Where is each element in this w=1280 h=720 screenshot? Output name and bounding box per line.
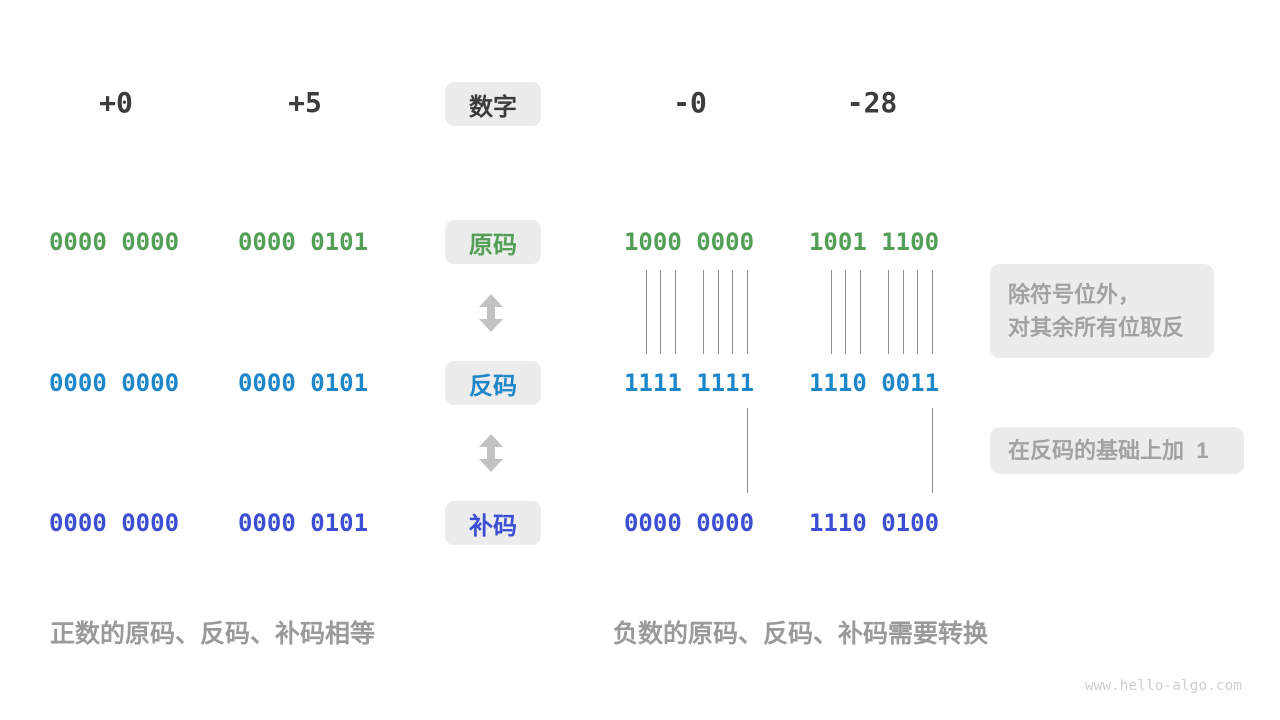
sign-magnitude-label-box: 原码 bbox=[445, 220, 541, 264]
ones-complement-value: 0000 0101 bbox=[237, 369, 369, 397]
bit-line bbox=[747, 270, 748, 354]
bit-line bbox=[732, 270, 733, 354]
bit-line bbox=[675, 270, 676, 354]
annotation-line: 对其余所有位取反 bbox=[1008, 315, 1185, 340]
twos-complement-label: 补码 bbox=[469, 512, 517, 540]
bit-line bbox=[888, 270, 889, 354]
bit-line bbox=[703, 270, 704, 354]
ones-complement-value: 0000 0000 bbox=[48, 369, 180, 397]
number-header-minus0: -0 bbox=[673, 86, 707, 119]
twos-complement-value: 0000 0000 bbox=[623, 509, 755, 537]
bit-line bbox=[660, 270, 661, 354]
ones-complement-label-box: 反码 bbox=[445, 361, 541, 405]
sign-magnitude-value: 1001 1100 bbox=[808, 228, 940, 256]
sign-magnitude-value: 1000 0000 bbox=[623, 228, 755, 256]
header-label: 数字 bbox=[469, 93, 517, 121]
annotation-line: 在反码的基础上加 1 bbox=[1008, 438, 1209, 463]
double-arrow-icon bbox=[479, 294, 503, 332]
bit-line bbox=[917, 270, 918, 354]
ones-complement-value: 1110 0011 bbox=[808, 369, 940, 397]
twos-complement-label-box: 补码 bbox=[445, 501, 541, 545]
double-arrow-icon bbox=[479, 434, 503, 472]
carry-line bbox=[747, 408, 748, 493]
bit-line bbox=[860, 270, 861, 354]
header-label-box: 数字 bbox=[445, 82, 541, 126]
twos-complement-value: 1110 0100 bbox=[808, 509, 940, 537]
twos-complement-value: 0000 0101 bbox=[237, 509, 369, 537]
sign-magnitude-value: 0000 0101 bbox=[237, 228, 369, 256]
ones-complement-value: 1111 1111 bbox=[623, 369, 755, 397]
number-header-plus0: +0 bbox=[99, 86, 133, 119]
annotation-line: 除符号位外， bbox=[1008, 282, 1141, 307]
number-header-minus28: -28 bbox=[846, 86, 898, 119]
bit-line bbox=[932, 270, 933, 354]
sign-magnitude-label: 原码 bbox=[469, 231, 517, 259]
bit-line bbox=[831, 270, 832, 354]
twos-complement-value: 0000 0000 bbox=[48, 509, 180, 537]
annotation-add-one: 在反码的基础上加 1 bbox=[990, 427, 1244, 474]
bit-line bbox=[903, 270, 904, 354]
sign-magnitude-value: 0000 0000 bbox=[48, 228, 180, 256]
caption-positive-numbers: 正数的原码、反码、补码相等 bbox=[50, 620, 376, 648]
bit-line bbox=[718, 270, 719, 354]
bit-line bbox=[845, 270, 846, 354]
number-header-plus5: +5 bbox=[288, 86, 322, 119]
bit-line bbox=[646, 270, 647, 354]
watermark-url: www.hello-algo.com bbox=[1084, 678, 1242, 694]
carry-line bbox=[932, 408, 933, 493]
annotation-invert-bits: 除符号位外， 对其余所有位取反 bbox=[990, 264, 1214, 358]
ones-complement-label: 反码 bbox=[469, 372, 517, 400]
caption-negative-numbers: 负数的原码、反码、补码需要转换 bbox=[613, 620, 989, 648]
